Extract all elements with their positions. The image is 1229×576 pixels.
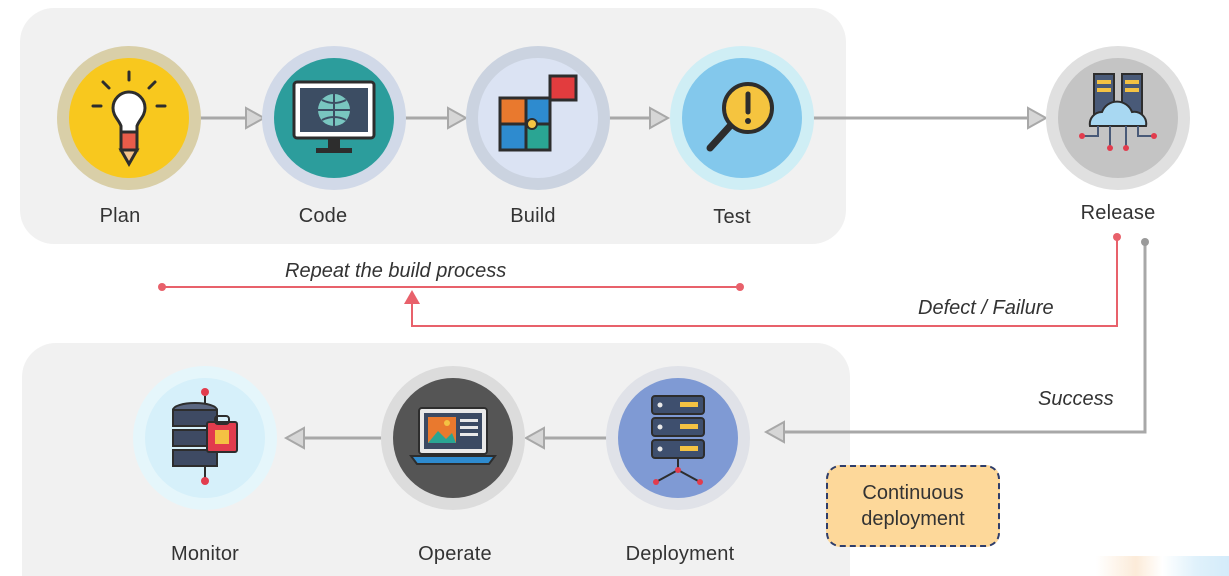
code-stage [262,46,406,190]
release-stage [1046,46,1190,190]
badge-line-1: Continuous [862,482,964,504]
lightbulb-icon [91,70,167,168]
arrow-deployment-to-operate [523,426,608,450]
arrow-test-to-release [800,106,1049,130]
cloud-server-icon [1079,73,1157,151]
operate-label: Operate [418,543,492,565]
plan-label: Plan [99,205,141,227]
magnifier-alert-icon [706,82,774,152]
deployment-label: Deployment [625,543,735,565]
corner-artifact [1096,556,1229,576]
monitor-stage [133,366,277,510]
continuous-deployment-badge: Continuous deployment [826,465,1000,547]
locked-database-icon [172,388,238,485]
puzzle-icon [498,74,578,152]
success-label: Success [1038,388,1114,410]
defect-failure-label: Defect / Failure [918,297,1054,319]
repeat-build-label: Repeat the build process [285,260,507,282]
build-stage [466,46,610,190]
test-stage [670,46,814,190]
operate-stage [381,366,525,510]
release-label: Release [1080,202,1156,224]
computer-monitor-icon [292,80,376,153]
badge-line-2: deployment [861,508,965,530]
arrow-plan-to-code [190,106,267,130]
monitor-label: Monitor [170,543,240,565]
test-label: Test [713,206,751,228]
defect-failure-path [404,233,1121,327]
arrow-operate-to-monitor [283,426,382,450]
build-label: Build [510,205,556,227]
repeat-build-line [158,283,744,291]
success-path [763,238,1149,444]
deployment-stage [606,366,750,510]
server-rack-icon [651,395,705,485]
laptop-icon [409,407,497,465]
code-label: Code [298,205,348,227]
plan-stage [57,46,201,190]
